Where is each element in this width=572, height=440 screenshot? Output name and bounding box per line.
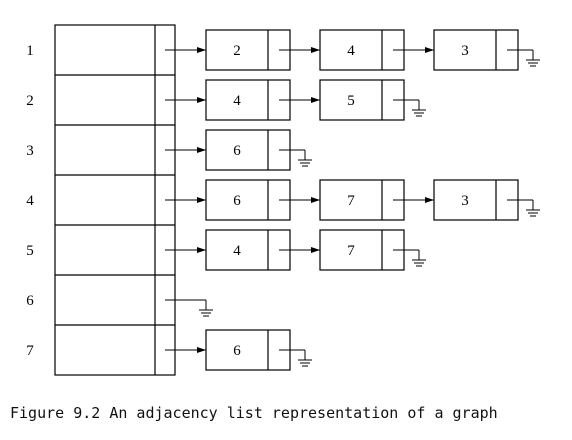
- node-value: 7: [347, 243, 355, 259]
- vertex-label: 6: [26, 293, 34, 309]
- null-terminator-icon: [507, 49, 540, 67]
- node-value: 6: [233, 193, 241, 209]
- node-value: 4: [347, 43, 355, 59]
- vertex-label: 2: [26, 93, 34, 109]
- list-node: 2: [205, 29, 291, 71]
- vertex-label: 3: [26, 143, 34, 159]
- null-terminator-icon: [279, 149, 312, 167]
- node-value: 3: [461, 193, 469, 209]
- vertex-array: 1 2 3 4 5 6 7: [26, 24, 176, 376]
- vertex-array-frame: [54, 24, 176, 376]
- list-node: 3: [433, 179, 519, 221]
- adjacency-list-row: 6: [165, 129, 312, 171]
- null-terminator-icon: [279, 349, 312, 367]
- node-value: 6: [233, 343, 241, 359]
- adjacency-list-row: 2 4 3: [165, 29, 540, 71]
- node-value: 3: [461, 43, 469, 59]
- adjacency-list-row: 6 7 3: [165, 179, 540, 221]
- vertex-label: 4: [26, 193, 34, 209]
- list-node: 6: [205, 179, 291, 221]
- list-node: 7: [319, 179, 405, 221]
- vertex-label: 1: [26, 43, 34, 59]
- vertex-label: 7: [26, 343, 34, 359]
- node-value: 7: [347, 193, 355, 209]
- list-node: 6: [205, 129, 291, 171]
- list-node: 3: [433, 29, 519, 71]
- list-node: 5: [319, 79, 405, 121]
- null-terminator-icon: [180, 299, 213, 317]
- vertex-label: 5: [26, 243, 34, 259]
- null-terminator-icon: [393, 99, 426, 117]
- adjacency-list-row: [165, 299, 213, 317]
- list-node: 7: [319, 229, 405, 271]
- node-value: 5: [347, 93, 355, 109]
- node-value: 4: [233, 93, 241, 109]
- null-terminator-icon: [393, 249, 426, 267]
- node-value: 4: [233, 243, 241, 259]
- list-node: 4: [319, 29, 405, 71]
- list-node: 6: [205, 329, 291, 371]
- list-node: 4: [205, 79, 291, 121]
- null-terminator-icon: [507, 199, 540, 217]
- list-node: 4: [205, 229, 291, 271]
- figure-caption: Figure 9.2 An adjacency list representat…: [10, 404, 498, 422]
- adjacency-list-row: 6: [165, 329, 312, 371]
- node-value: 6: [233, 143, 241, 159]
- node-value: 2: [233, 43, 241, 59]
